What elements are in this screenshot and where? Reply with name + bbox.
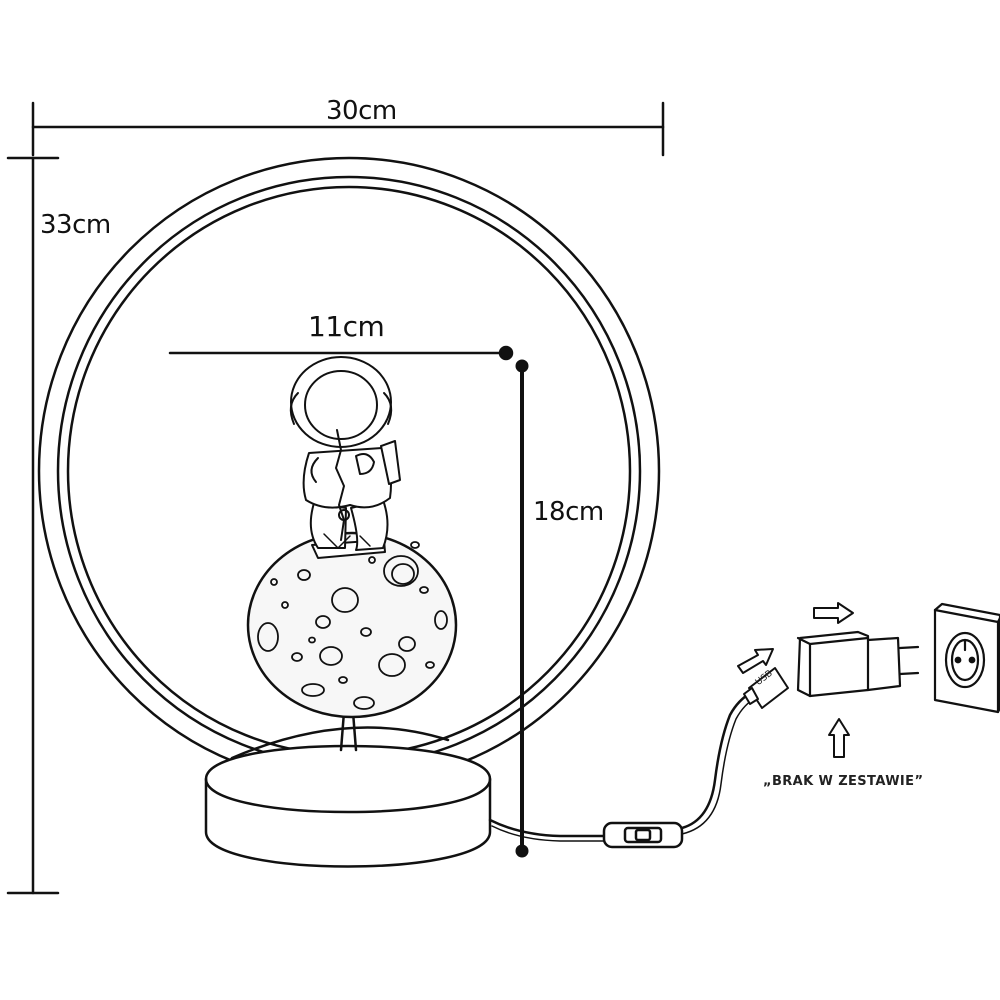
- astronaut-figure: [289, 356, 401, 559]
- figure-height-dimension-line: [515, 359, 529, 858]
- wall-socket: [933, 602, 1000, 714]
- power-adapter: [796, 630, 920, 698]
- figure-width-label: 11cm: [308, 310, 385, 343]
- moon: [246, 531, 458, 719]
- total-width-dimension-line: [31, 101, 665, 157]
- lamp-base: [204, 726, 492, 868]
- figure-width-dimension-line: [168, 345, 514, 361]
- not-included-note: „BRAK W ZESTAWIE”: [763, 774, 924, 789]
- usb-plug: [743, 667, 789, 709]
- total-width-label: 30cm: [326, 96, 397, 126]
- arrow-to-socket-icon: [813, 602, 854, 624]
- figure-height-label: 18cm: [533, 497, 604, 527]
- arrow-up-icon: [828, 718, 850, 758]
- total-height-label: 33cm: [40, 210, 111, 240]
- power-cable: [488, 690, 758, 842]
- moon-stand: [339, 710, 358, 752]
- arrow-to-adapter-icon: [737, 648, 774, 674]
- inline-switch: [602, 821, 684, 849]
- total-height-dimension-line: [6, 156, 60, 895]
